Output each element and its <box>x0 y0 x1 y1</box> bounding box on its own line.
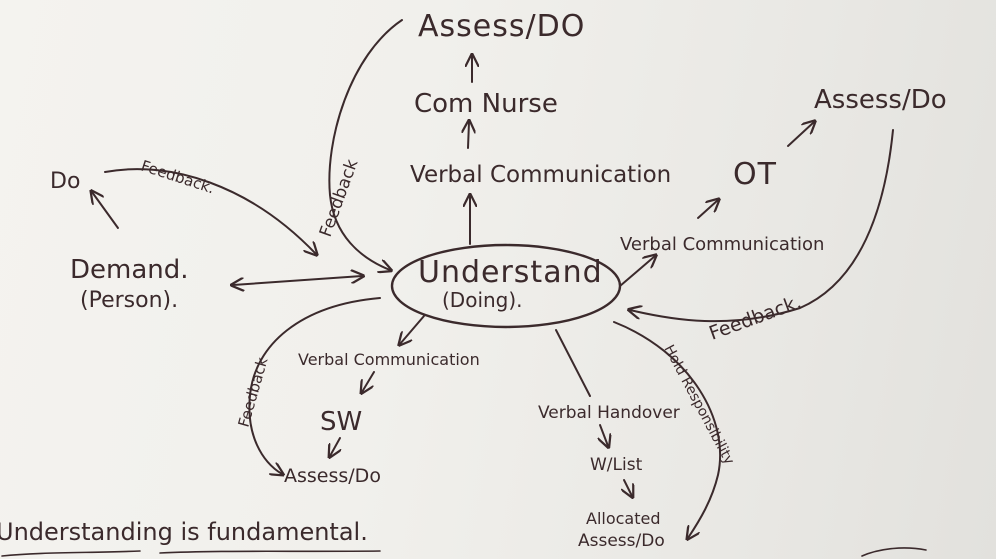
arrow-demand-center <box>233 276 362 285</box>
arrow-verbal-to-ot <box>697 200 718 219</box>
arrow-verbal-to-com-nurse <box>468 122 469 149</box>
arrow-feedback-left <box>104 168 316 254</box>
center-node-subtitle: (Doing). <box>442 288 523 312</box>
arrow-handover-to-wlist <box>600 424 608 446</box>
assess-bottom-left-node: Assess/Do <box>284 465 381 487</box>
wlist-node: W/List <box>590 455 643 475</box>
arrow-feedback-top <box>328 19 403 270</box>
verbal-top-node: Verbal Communication <box>410 162 671 188</box>
verbal-bottom-node: Verbal Communication <box>298 350 480 369</box>
arrow-demand-to-do <box>92 192 119 229</box>
arrow-hold-responsibility <box>613 321 722 538</box>
verbal-right-node: Verbal Communication <box>620 234 824 255</box>
com-nurse-node: Com Nurse <box>414 89 558 119</box>
footer-scribble <box>1 550 381 557</box>
assess-bottom-right-node: Assess/Do <box>578 531 665 551</box>
feedback-bottom-label: Feedback <box>235 355 272 429</box>
right-assess-node: Assess/Do <box>814 85 947 115</box>
person-node: (Person). <box>80 288 178 313</box>
arrow-center-to-verbal-right <box>619 256 655 287</box>
arrow-center-to-verbal-bottom <box>400 315 425 344</box>
verbal-handover-node: Verbal Handover <box>538 403 680 423</box>
corner-scribble <box>861 547 927 557</box>
arrow-verbal-to-sw <box>362 371 375 392</box>
arrow-feedback-right <box>630 129 894 323</box>
demand-node: Demand. <box>70 255 189 285</box>
line-center-to-handover <box>555 329 591 397</box>
feedback-top-label: Feedback <box>316 157 363 240</box>
feedback-right-label: Feedback. <box>706 291 804 345</box>
feedback-left-label: Feedback. <box>139 157 217 198</box>
arrow-feedback-bottom <box>248 297 381 474</box>
arrow-sw-to-assess <box>330 437 340 456</box>
top-assess-node: Assess/DO <box>418 9 585 44</box>
sw-node: SW <box>320 407 362 437</box>
arrow-ot-to-assess <box>787 122 814 147</box>
ot-node: OT <box>733 157 777 192</box>
allocated-node: Allocated <box>586 509 661 528</box>
center-node-title: Understand <box>418 255 603 290</box>
footer-note: Understanding is fundamental. <box>0 518 368 546</box>
do-left-node: Do <box>50 169 80 194</box>
center-node-outline <box>390 243 622 329</box>
arrow-wlist-to-allocated <box>624 479 632 496</box>
